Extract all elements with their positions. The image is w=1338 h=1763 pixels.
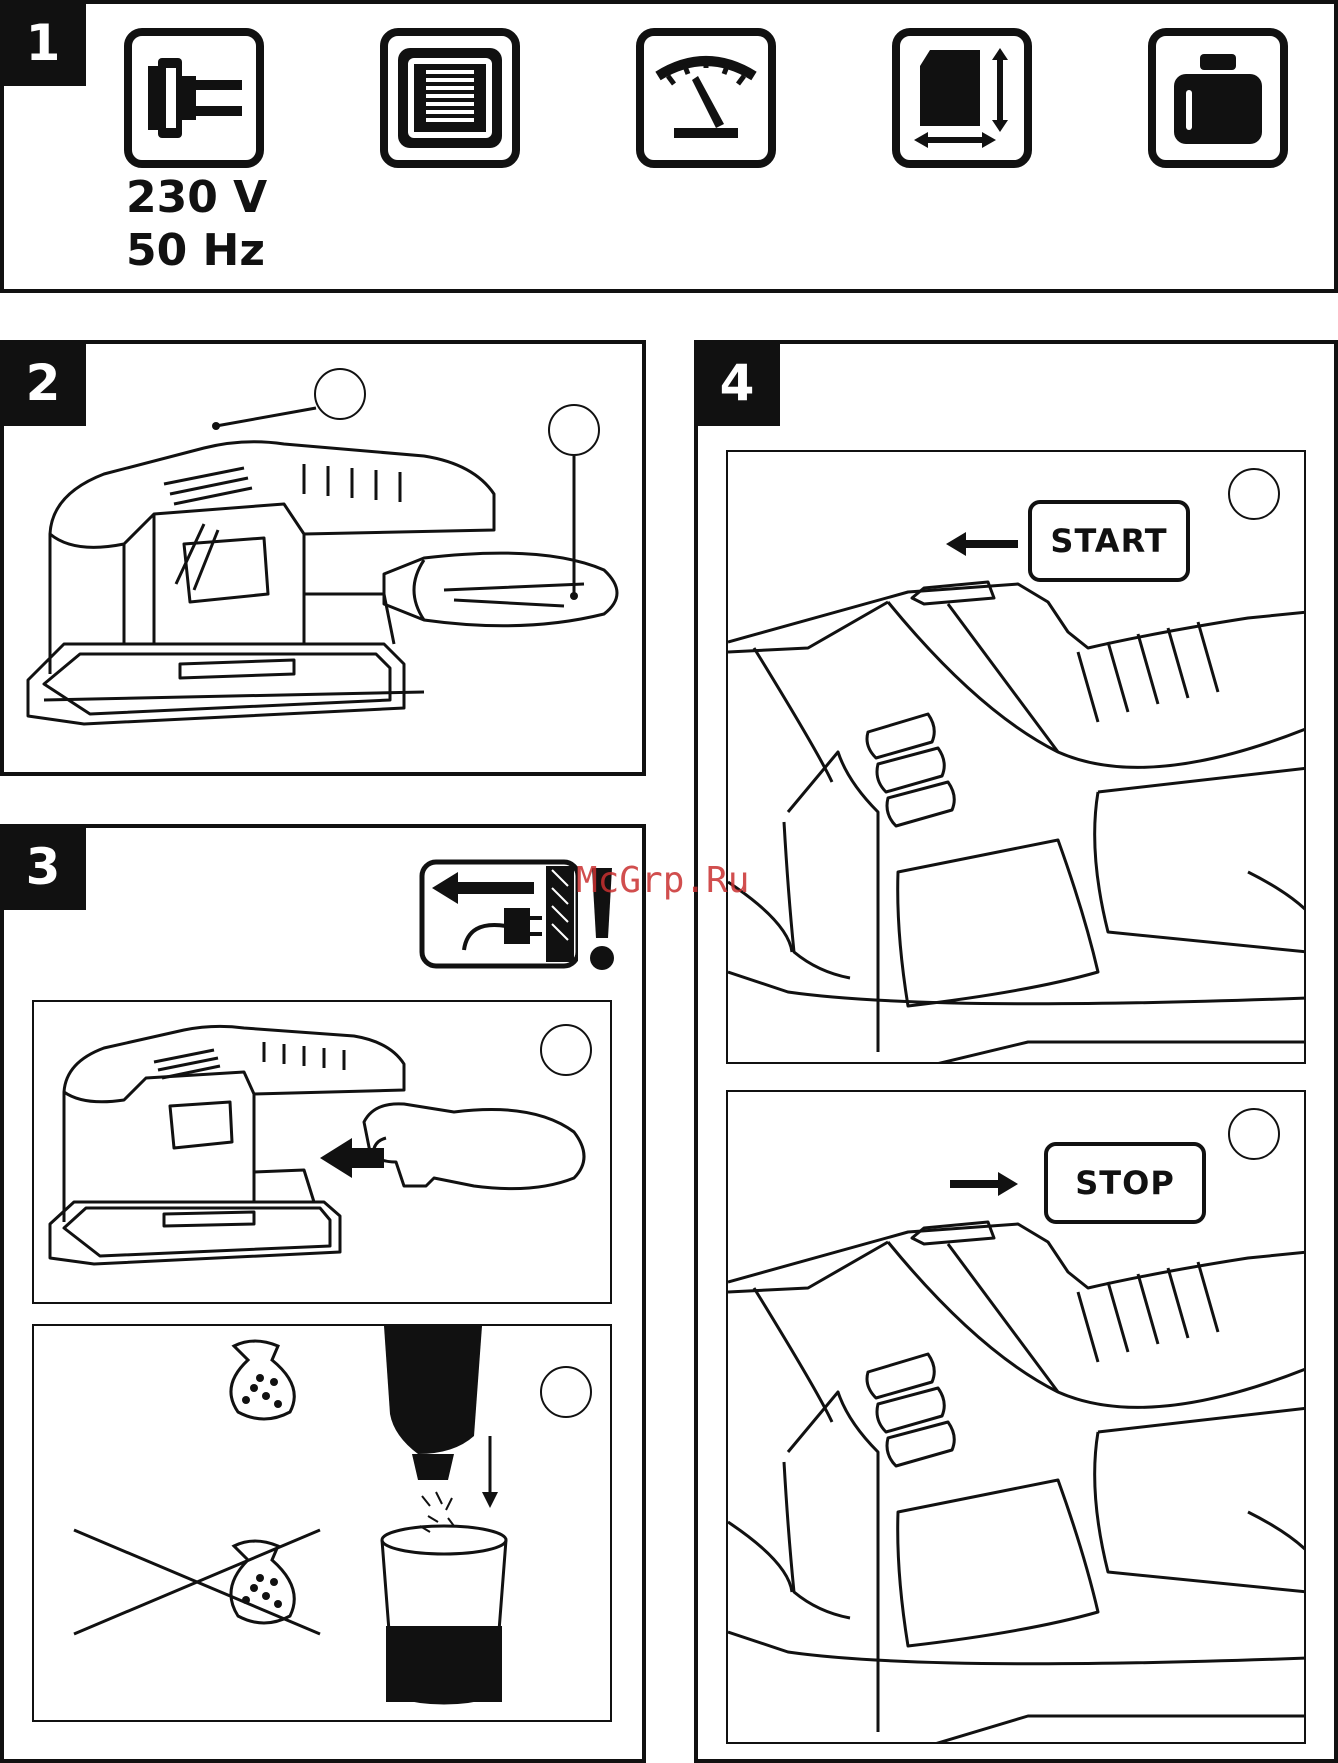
- voltage-rating: 230 V 50 Hz: [126, 172, 267, 278]
- panel-3-dust-bag-removal: 3: [0, 824, 646, 1763]
- panel-1-technical-data: 1 230 V 50 Hz: [0, 0, 1338, 293]
- frame-empty-dust-bag: [32, 1324, 612, 1722]
- step-number: 4: [694, 340, 780, 426]
- panel-4-switch-operation: 4 START: [694, 340, 1338, 1763]
- unplug-warning-icon: [418, 858, 578, 970]
- speed-gauge-icon: [636, 28, 776, 168]
- step-number: 3: [0, 824, 86, 910]
- frame-start: START: [726, 450, 1306, 1064]
- panel-2-sander-overview: 2: [0, 340, 646, 776]
- voltage-value: 230 V: [126, 172, 267, 225]
- power-plug-icon: [124, 28, 264, 168]
- weight-icon: [1148, 28, 1288, 168]
- frequency-value: 50 Hz: [126, 225, 267, 278]
- sanding-plate-icon: [380, 28, 520, 168]
- frame-stop: STOP: [726, 1090, 1306, 1744]
- step-number: 1: [0, 0, 86, 86]
- orbital-sander-illustration: [4, 344, 650, 780]
- frame-detach-dust-bag: [32, 1000, 612, 1304]
- sheet-size-icon: [892, 28, 1032, 168]
- watermark: McGrp.Ru: [576, 860, 749, 901]
